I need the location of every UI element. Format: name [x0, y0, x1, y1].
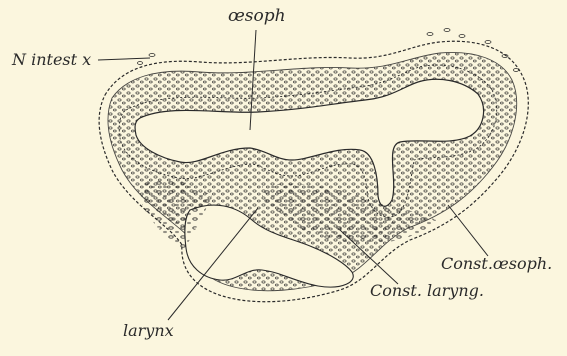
label-const-oesoph: Const.œsoph.: [441, 256, 552, 272]
leader-const-oesoph: [448, 205, 488, 256]
label-oesoph: œsoph: [228, 8, 286, 25]
label-n-intest: N intest x: [12, 52, 91, 68]
label-larynx: larynx: [123, 323, 174, 339]
leader-n-intest: [98, 58, 150, 60]
label-const-laryng: Const. laryng.: [370, 283, 484, 299]
